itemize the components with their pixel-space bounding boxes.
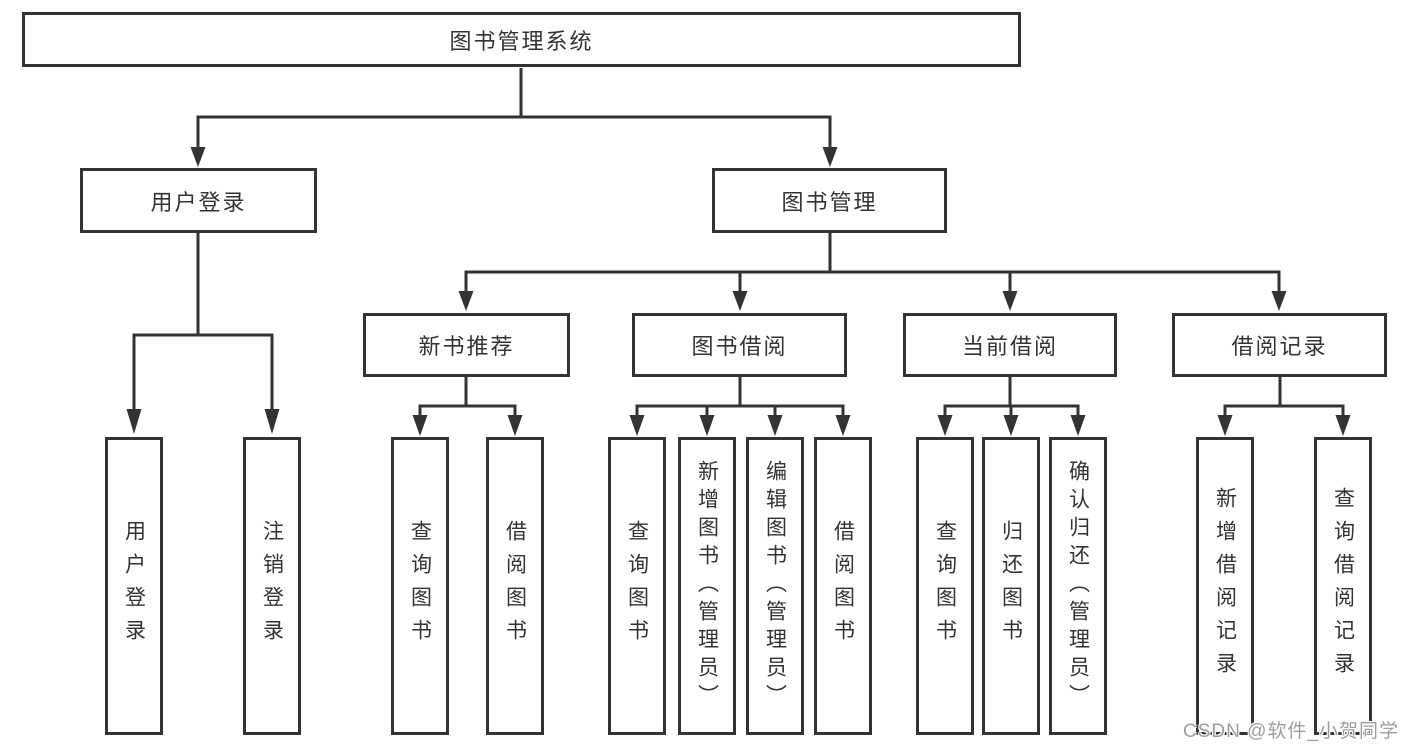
leaf-logout-label: 注销登录 [260, 520, 284, 652]
leaf-user-login: 用户登录 [105, 437, 163, 735]
node-root: 图书管理系统 [22, 12, 1021, 67]
leaf-query-books-current-label: 查询图书 [933, 520, 957, 652]
node-current-borrow: 当前借阅 [903, 313, 1117, 377]
node-user-login-label: 用户登录 [150, 189, 247, 215]
node-new-book-recommend: 新书推荐 [363, 313, 570, 377]
leaf-add-book-admin-label: 新增图书（管理员） [695, 460, 719, 712]
leaf-confirm-return-admin: 确认归还（管理员） [1049, 437, 1107, 735]
leaf-return-books: 归还图书 [982, 437, 1040, 735]
leaf-add-book-admin: 新增图书（管理员） [678, 437, 736, 735]
leaf-query-books-newbook-label: 查询图书 [408, 520, 432, 652]
csdn-watermark: CSDN @软件_小贺同学 [1183, 721, 1399, 742]
leaf-query-books-borrow-label: 查询图书 [625, 520, 649, 652]
leaf-borrow-books-newbook: 借阅图书 [486, 437, 544, 735]
leaf-add-borrow-record: 新增借阅记录 [1196, 437, 1254, 735]
leaf-borrow-books-borrow-label: 借阅图书 [831, 520, 855, 652]
node-book-borrow-label: 图书借阅 [691, 334, 788, 359]
node-borrow-records: 借阅记录 [1172, 313, 1387, 377]
leaf-confirm-return-admin-label: 确认归还（管理员） [1066, 460, 1090, 712]
leaf-logout: 注销登录 [243, 437, 301, 735]
leaf-return-books-label: 归还图书 [999, 520, 1023, 652]
leaf-user-login-label: 用户登录 [122, 520, 146, 652]
node-user-login: 用户登录 [80, 168, 317, 233]
leaf-query-books-newbook: 查询图书 [391, 437, 449, 735]
leaf-query-borrow-record: 查询借阅记录 [1314, 437, 1372, 735]
node-root-label: 图书管理系统 [449, 28, 594, 54]
leaf-borrow-books-newbook-label: 借阅图书 [503, 520, 527, 652]
leaf-query-books-borrow: 查询图书 [608, 437, 666, 735]
node-borrow-records-label: 借阅记录 [1231, 334, 1328, 359]
node-book-management: 图书管理 [712, 168, 947, 233]
node-new-book-recommend-label: 新书推荐 [418, 334, 515, 359]
leaf-edit-book-admin-label: 编辑图书（管理员） [763, 460, 787, 712]
leaf-add-borrow-record-label: 新增借阅记录 [1213, 487, 1237, 685]
leaf-edit-book-admin: 编辑图书（管理员） [746, 437, 804, 735]
leaf-query-books-current: 查询图书 [916, 437, 974, 735]
node-book-management-label: 图书管理 [781, 189, 878, 215]
node-book-borrow: 图书借阅 [632, 313, 847, 377]
node-current-borrow-label: 当前借阅 [961, 334, 1058, 359]
leaf-query-borrow-record-label: 查询借阅记录 [1331, 487, 1355, 685]
leaf-borrow-books-borrow: 借阅图书 [814, 437, 872, 735]
